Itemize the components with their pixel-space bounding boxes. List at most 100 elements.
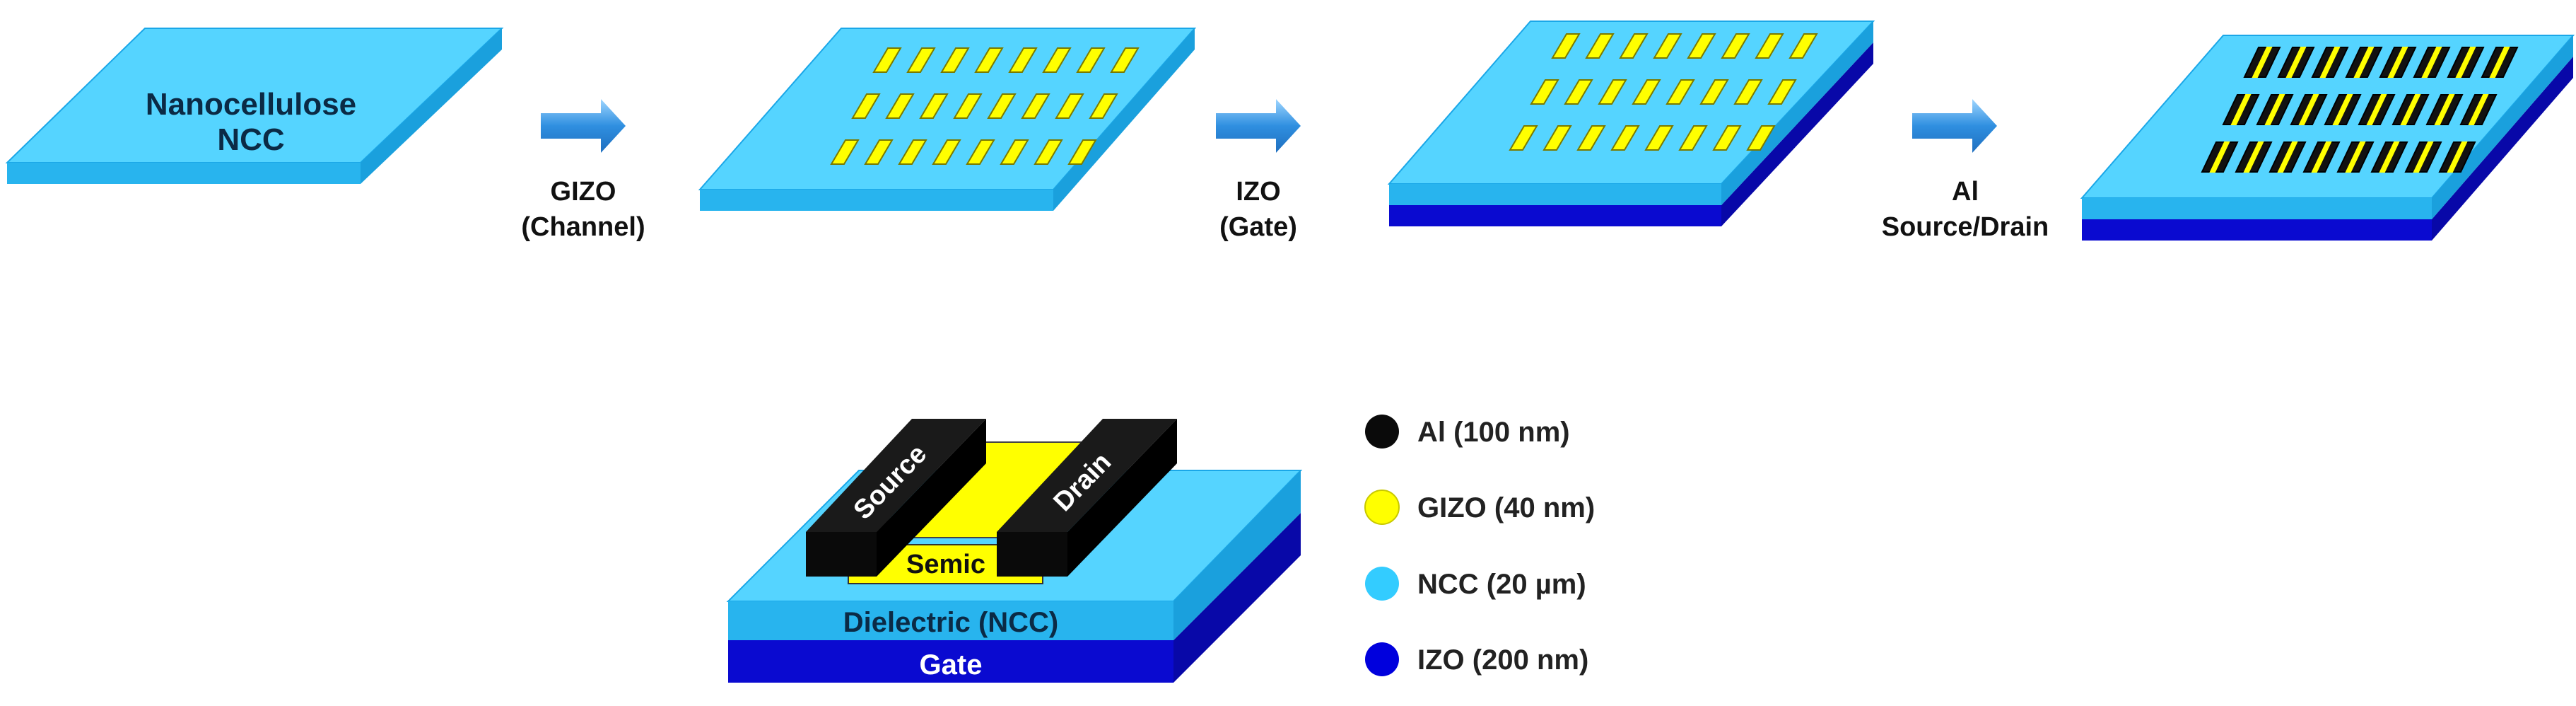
- step2-label-line2: (Gate): [1219, 212, 1297, 242]
- gizo-channel-pad: [898, 139, 927, 165]
- gizo-channel-pad: [872, 47, 902, 73]
- gizo-channel-pad: [1619, 33, 1649, 59]
- legend-swatch-al: [1365, 415, 1399, 449]
- gizo-channel-pad: [1034, 139, 1063, 165]
- gizo-channel-pad: [953, 93, 983, 119]
- step3-label-line1: Al: [1952, 177, 1979, 207]
- gizo-channel-pad: [1089, 93, 1118, 119]
- izo-side-face: [2432, 57, 2573, 241]
- substrate-top-face: [698, 28, 1197, 190]
- gate-side-face: [1173, 513, 1301, 683]
- channel-gap: [2345, 141, 2366, 173]
- step2-label-line1: IZO: [1236, 177, 1280, 207]
- channel-gap: [2489, 47, 2510, 78]
- gizo-channel-pad: [1721, 33, 1750, 59]
- dielectric-front-face: [728, 601, 1173, 640]
- substrate-izo: [1387, 21, 1875, 226]
- gizo-channel-pad: [1653, 33, 1682, 59]
- channel-gap: [2252, 47, 2273, 78]
- arrow-right-icon: [1912, 99, 1997, 153]
- gizo-channel-pad: [906, 47, 936, 73]
- gizo-channel-pad: [1564, 79, 1593, 105]
- gizo-channel-pad: [1008, 47, 1038, 73]
- gizo-channel-pad: [1000, 139, 1029, 165]
- substrate-gizo: [698, 28, 1197, 211]
- gizo-channel-pad: [940, 47, 970, 73]
- gizo-channel-pad: [1530, 79, 1559, 105]
- legend-label-al: Al (100 nm): [1417, 417, 1570, 448]
- source-front-face: [806, 532, 877, 577]
- gizo-channel-pad: [1665, 79, 1695, 105]
- gizo-channel-pad: [1788, 33, 1818, 59]
- izo-side-face: [1721, 42, 1873, 226]
- gizo-channel-pad: [830, 139, 860, 165]
- gizo-channel-pad: [1551, 33, 1581, 59]
- step3-label-line2: Source/Drain: [1882, 212, 2049, 242]
- channel-gap: [2387, 47, 2408, 78]
- gizo-channel-pad: [1585, 33, 1615, 59]
- gizo-channel-pad: [1746, 125, 1776, 151]
- gizo-channel-pad: [1042, 47, 1072, 73]
- channel-gap: [2413, 141, 2434, 173]
- izo-front-face: [1389, 205, 1721, 226]
- legend-label-gizo: GIZO (40 nm): [1417, 492, 1595, 523]
- arrow-step-1: [541, 99, 626, 153]
- gizo-channel-pad: [1687, 33, 1716, 59]
- gizo-channel-pad: [1576, 125, 1606, 151]
- channel-gap: [2230, 94, 2252, 125]
- channel-gap: [2455, 47, 2476, 78]
- gizo-channel-pad: [1076, 47, 1106, 73]
- gizo-channel-pad: [974, 47, 1004, 73]
- gizo-channel-pad: [1542, 125, 1572, 151]
- step1-label-line1: GIZO: [551, 177, 616, 207]
- legend-item-ncc: NCC (20 µm): [1365, 567, 1586, 601]
- gizo-channel-grid: [1509, 33, 1818, 151]
- dielectric-side-face: [1173, 470, 1301, 640]
- substrate-front-face: [7, 163, 361, 184]
- legend-item-izo: IZO (200 nm): [1365, 642, 1588, 676]
- substrate-side-face: [361, 28, 502, 184]
- arrow-step-2: [1216, 99, 1301, 153]
- legend-swatch-ncc: [1365, 567, 1399, 601]
- legend-item-al: Al (100 nm): [1365, 415, 1570, 449]
- channel-gap: [2285, 47, 2307, 78]
- channel-gap: [2264, 94, 2285, 125]
- substrate-label-line1: Nanocellulose: [146, 87, 356, 122]
- channel-gap: [2353, 47, 2375, 78]
- semic-label: Semic: [906, 550, 985, 579]
- substrate-bare: Nanocellulose NCC: [5, 28, 504, 184]
- substrate-side-face: [2432, 35, 2573, 219]
- arrow-right-icon: [1216, 99, 1301, 153]
- gizo-channel-pad: [1644, 125, 1674, 151]
- gizo-channel-pad: [851, 93, 881, 119]
- gizo-channel-pad: [1755, 33, 1784, 59]
- gizo-channel-pad: [1632, 79, 1661, 105]
- gizo-channel-pad: [1678, 125, 1708, 151]
- substrate-label-line2: NCC: [217, 122, 284, 157]
- source-side-face: [877, 419, 986, 577]
- legend-item-gizo: GIZO (40 nm): [1364, 490, 1595, 525]
- izo-front-face: [2082, 219, 2432, 241]
- arrow-step-3: [1912, 99, 1997, 153]
- arrow-right-icon: [541, 99, 626, 153]
- channel-gap: [2209, 141, 2230, 173]
- substrate-front-face: [700, 190, 1053, 211]
- gizo-channel-pad: [1712, 125, 1742, 151]
- gizo-channel-pad: [987, 93, 1017, 119]
- tft-device-3d: Source Drain Semic Dielectric (NCC) Gate: [726, 419, 1303, 683]
- drain-top-face: [997, 419, 1177, 532]
- legend-label-izo: IZO (200 nm): [1417, 644, 1588, 676]
- gate-front-face: [728, 640, 1173, 683]
- gizo-channel-pad: [932, 139, 961, 165]
- substrate-side-face: [1053, 28, 1195, 211]
- substrate-front-face: [2082, 198, 2432, 219]
- substrate-side-face: [1721, 21, 1873, 205]
- channel-gap: [2277, 141, 2298, 173]
- gizo-channel-pad: [1767, 79, 1797, 105]
- gizo-channel-pad: [1110, 47, 1140, 73]
- channel-gap: [2311, 141, 2332, 173]
- channel-gap: [2379, 141, 2400, 173]
- gizo-channel-pad: [1610, 125, 1640, 151]
- step1-label-line2: (Channel): [521, 212, 645, 242]
